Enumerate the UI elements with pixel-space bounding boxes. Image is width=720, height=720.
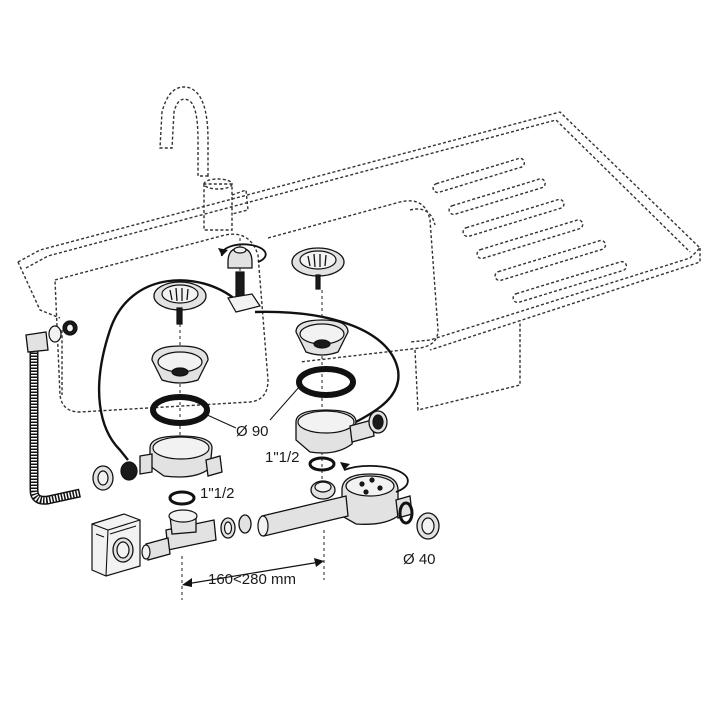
- thread-size-label-right: 1"1/2: [265, 449, 300, 466]
- left-hose-nut: [92, 465, 114, 491]
- dimension-spacing: [181, 530, 325, 600]
- overflow-control: [97, 238, 400, 461]
- outlet-diameter-label: Ø 40: [403, 551, 436, 568]
- spacing-range-label: 160<280 mm: [208, 571, 296, 588]
- right-o-ring: [308, 456, 336, 472]
- right-drain-flange: [295, 319, 349, 356]
- tee-connector: [141, 509, 217, 561]
- leader-seal-left: [204, 413, 237, 429]
- left-drain-flange: [151, 345, 209, 384]
- right-drain-body: [295, 409, 388, 454]
- right-strainer-basket: [291, 247, 345, 290]
- drainboard-grooves: [432, 157, 628, 304]
- sink-outline: [17, 111, 701, 413]
- leader-seal-right: [269, 385, 301, 421]
- outlet-nut: [416, 512, 440, 540]
- waste-hose: [25, 320, 81, 505]
- left-drain-body: [120, 435, 223, 481]
- right-sealing-ring: [296, 366, 356, 398]
- rotary-knob-icon: [218, 243, 267, 313]
- bottle-trap: [340, 462, 413, 525]
- faucet-icon: [159, 86, 249, 231]
- left-sealing-ring: [150, 394, 210, 426]
- thread-size-label-left: 1"1/2: [200, 485, 235, 502]
- connecting-pipe: [220, 495, 349, 539]
- left-strainer-basket: [153, 281, 207, 325]
- left-o-ring: [168, 490, 196, 506]
- outlet-seal: [398, 501, 414, 525]
- washing-machine-icon: [91, 513, 141, 577]
- seal-diameter-label: Ø 90: [236, 423, 269, 440]
- trap-nut: [310, 480, 336, 500]
